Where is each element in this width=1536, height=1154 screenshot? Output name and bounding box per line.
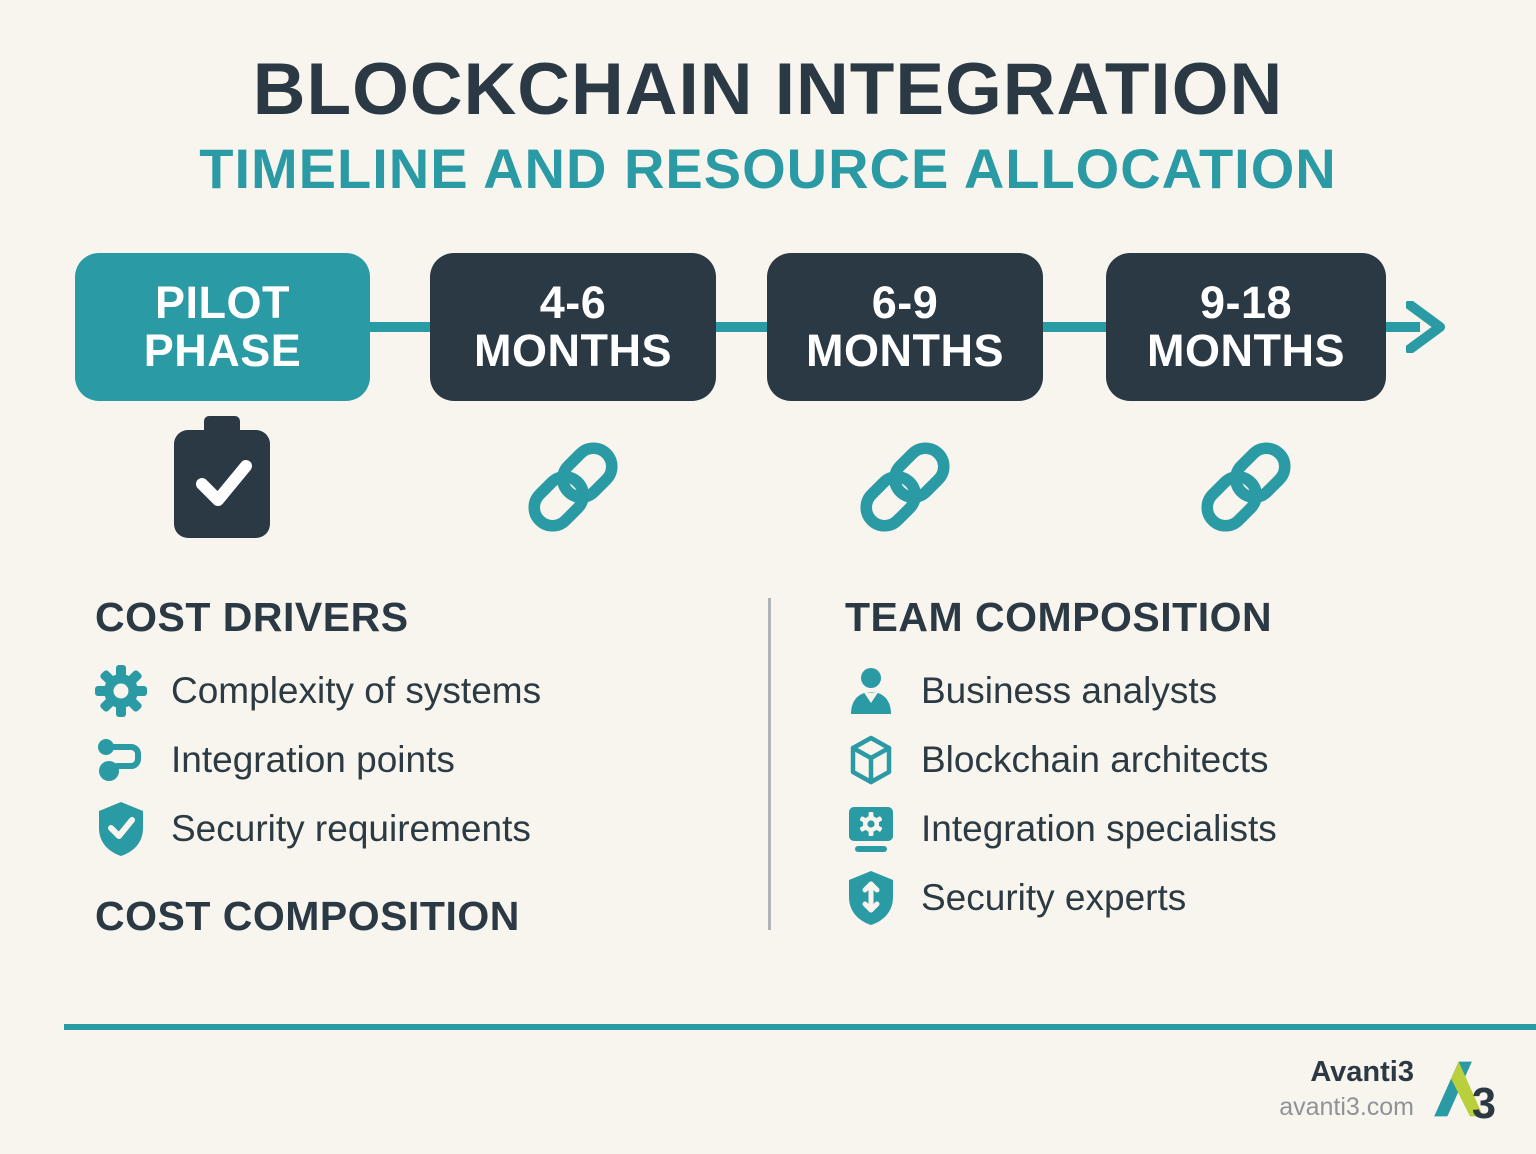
column-divider — [768, 598, 771, 930]
page-title: BLOCKCHAIN INTEGRATION — [252, 49, 1284, 130]
timeline-phase-9-18-months: 9-18 MONTHS — [1106, 253, 1386, 401]
timeline-phase-6-9-months: 6-9 MONTHS — [767, 253, 1043, 401]
team-member-item: Business analysts — [845, 662, 1217, 720]
integration-points-icon — [98, 739, 141, 781]
cost-driver-item: Complexity of systems — [95, 662, 541, 720]
footer: Avanti3 avanti3.com 3 — [1279, 1056, 1510, 1122]
phase-label-line: PHASE — [143, 325, 302, 376]
cost-drivers-heading: COST DRIVERS — [95, 594, 409, 640]
gear-icon — [95, 665, 147, 717]
phase-label-line: 4-6 — [539, 277, 607, 329]
logo-numeral: 3 — [1472, 1080, 1496, 1122]
team-member-item: Integration specialists — [845, 800, 1277, 858]
team-member-item: Security experts — [845, 869, 1186, 927]
timeline-arrow-icon — [1406, 301, 1445, 353]
page-subtitle: TIMELINE AND RESOURCE ALLOCATION — [199, 137, 1337, 200]
phase-label-line: MONTHS — [806, 325, 1004, 376]
phase-label-line: 6-9 — [871, 277, 939, 329]
chain-link-icon — [528, 442, 618, 532]
footer-text: Avanti3 avanti3.com — [1279, 1056, 1414, 1122]
item-label: Integration points — [171, 739, 455, 780]
item-label: Integration specialists — [921, 808, 1277, 849]
chain-link-icon — [860, 442, 950, 532]
chain-link-icon — [1201, 442, 1291, 532]
brand-website: avanti3.com — [1279, 1093, 1414, 1121]
team-composition-heading: TEAM COMPOSITION — [845, 594, 1273, 640]
clipboard-check-icon — [174, 416, 270, 538]
timeline-phase-4-6-months: 4-6 MONTHS — [430, 253, 716, 401]
item-label: Business analysts — [921, 670, 1218, 711]
item-label: Security experts — [921, 877, 1187, 918]
monitor-gear-icon — [849, 807, 893, 852]
team-member-item: Blockchain architects — [845, 731, 1269, 789]
item-label: Security requirements — [171, 808, 531, 849]
cost-composition-heading: COST COMPOSITION — [95, 893, 520, 939]
item-label: Blockchain architects — [921, 739, 1269, 780]
timeline-phase-pilot: PILOT PHASE — [75, 253, 370, 401]
phase-label-line: MONTHS — [1147, 325, 1345, 376]
phase-label-line: PILOT — [155, 277, 290, 329]
footer-divider-line — [64, 1024, 1536, 1030]
person-icon — [851, 668, 891, 714]
cube-icon — [850, 735, 892, 785]
cost-driver-item: Security requirements — [95, 800, 531, 858]
avanti3-logo-icon: 3 — [1434, 1061, 1496, 1122]
phase-label-line: 9-18 — [1199, 277, 1293, 329]
brand-name: Avanti3 — [1310, 1056, 1414, 1088]
shield-check-icon — [99, 802, 143, 856]
phase-label-line: MONTHS — [474, 325, 672, 376]
item-label: Complexity of systems — [171, 670, 542, 711]
cost-driver-item: Integration points — [95, 731, 455, 789]
shield-arrows-icon — [849, 871, 893, 925]
